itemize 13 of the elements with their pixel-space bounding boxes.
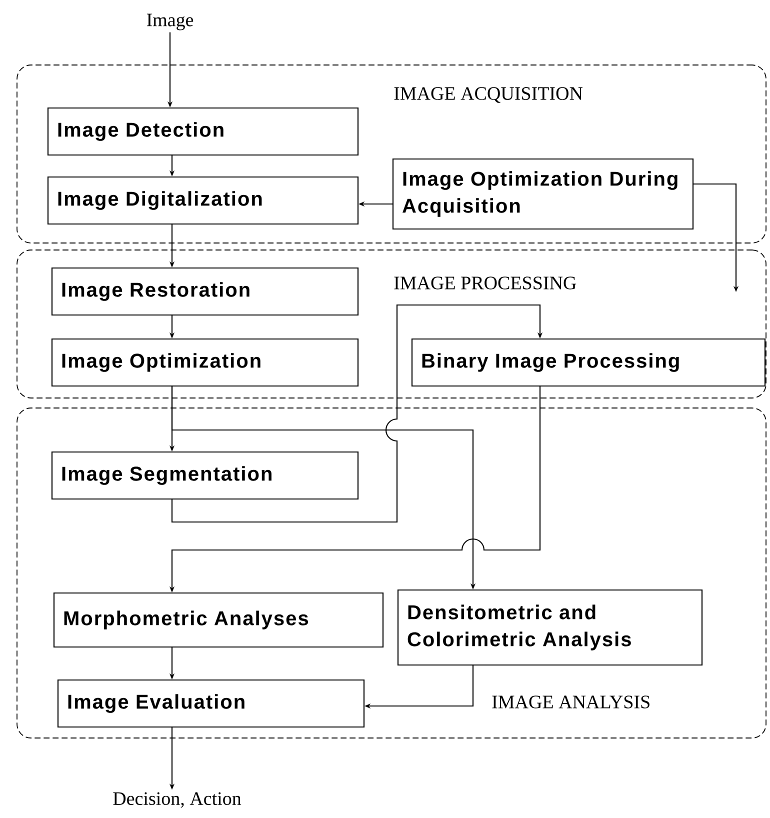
- process-box: Image Optimization: [51, 338, 359, 387]
- process-box: Image Digitalization: [47, 176, 359, 225]
- process-box: Binary Image Processing: [411, 338, 766, 387]
- flow-label: Image: [146, 14, 194, 30]
- process-box: Morphometric Analyses: [53, 592, 384, 648]
- flow-label: Decision, Action: [113, 792, 242, 808]
- process-box: Image Evaluation: [57, 679, 365, 728]
- process-box: Densitometric and Colorimetric Analysis: [397, 589, 703, 666]
- arrow: [171, 304, 543, 523]
- process-box: Image Segmentation: [51, 451, 359, 500]
- process-box: Image Optimization During Acquisition: [392, 158, 694, 230]
- process-box: Image Restoration: [51, 267, 359, 316]
- process-box: Image Detection: [47, 107, 359, 156]
